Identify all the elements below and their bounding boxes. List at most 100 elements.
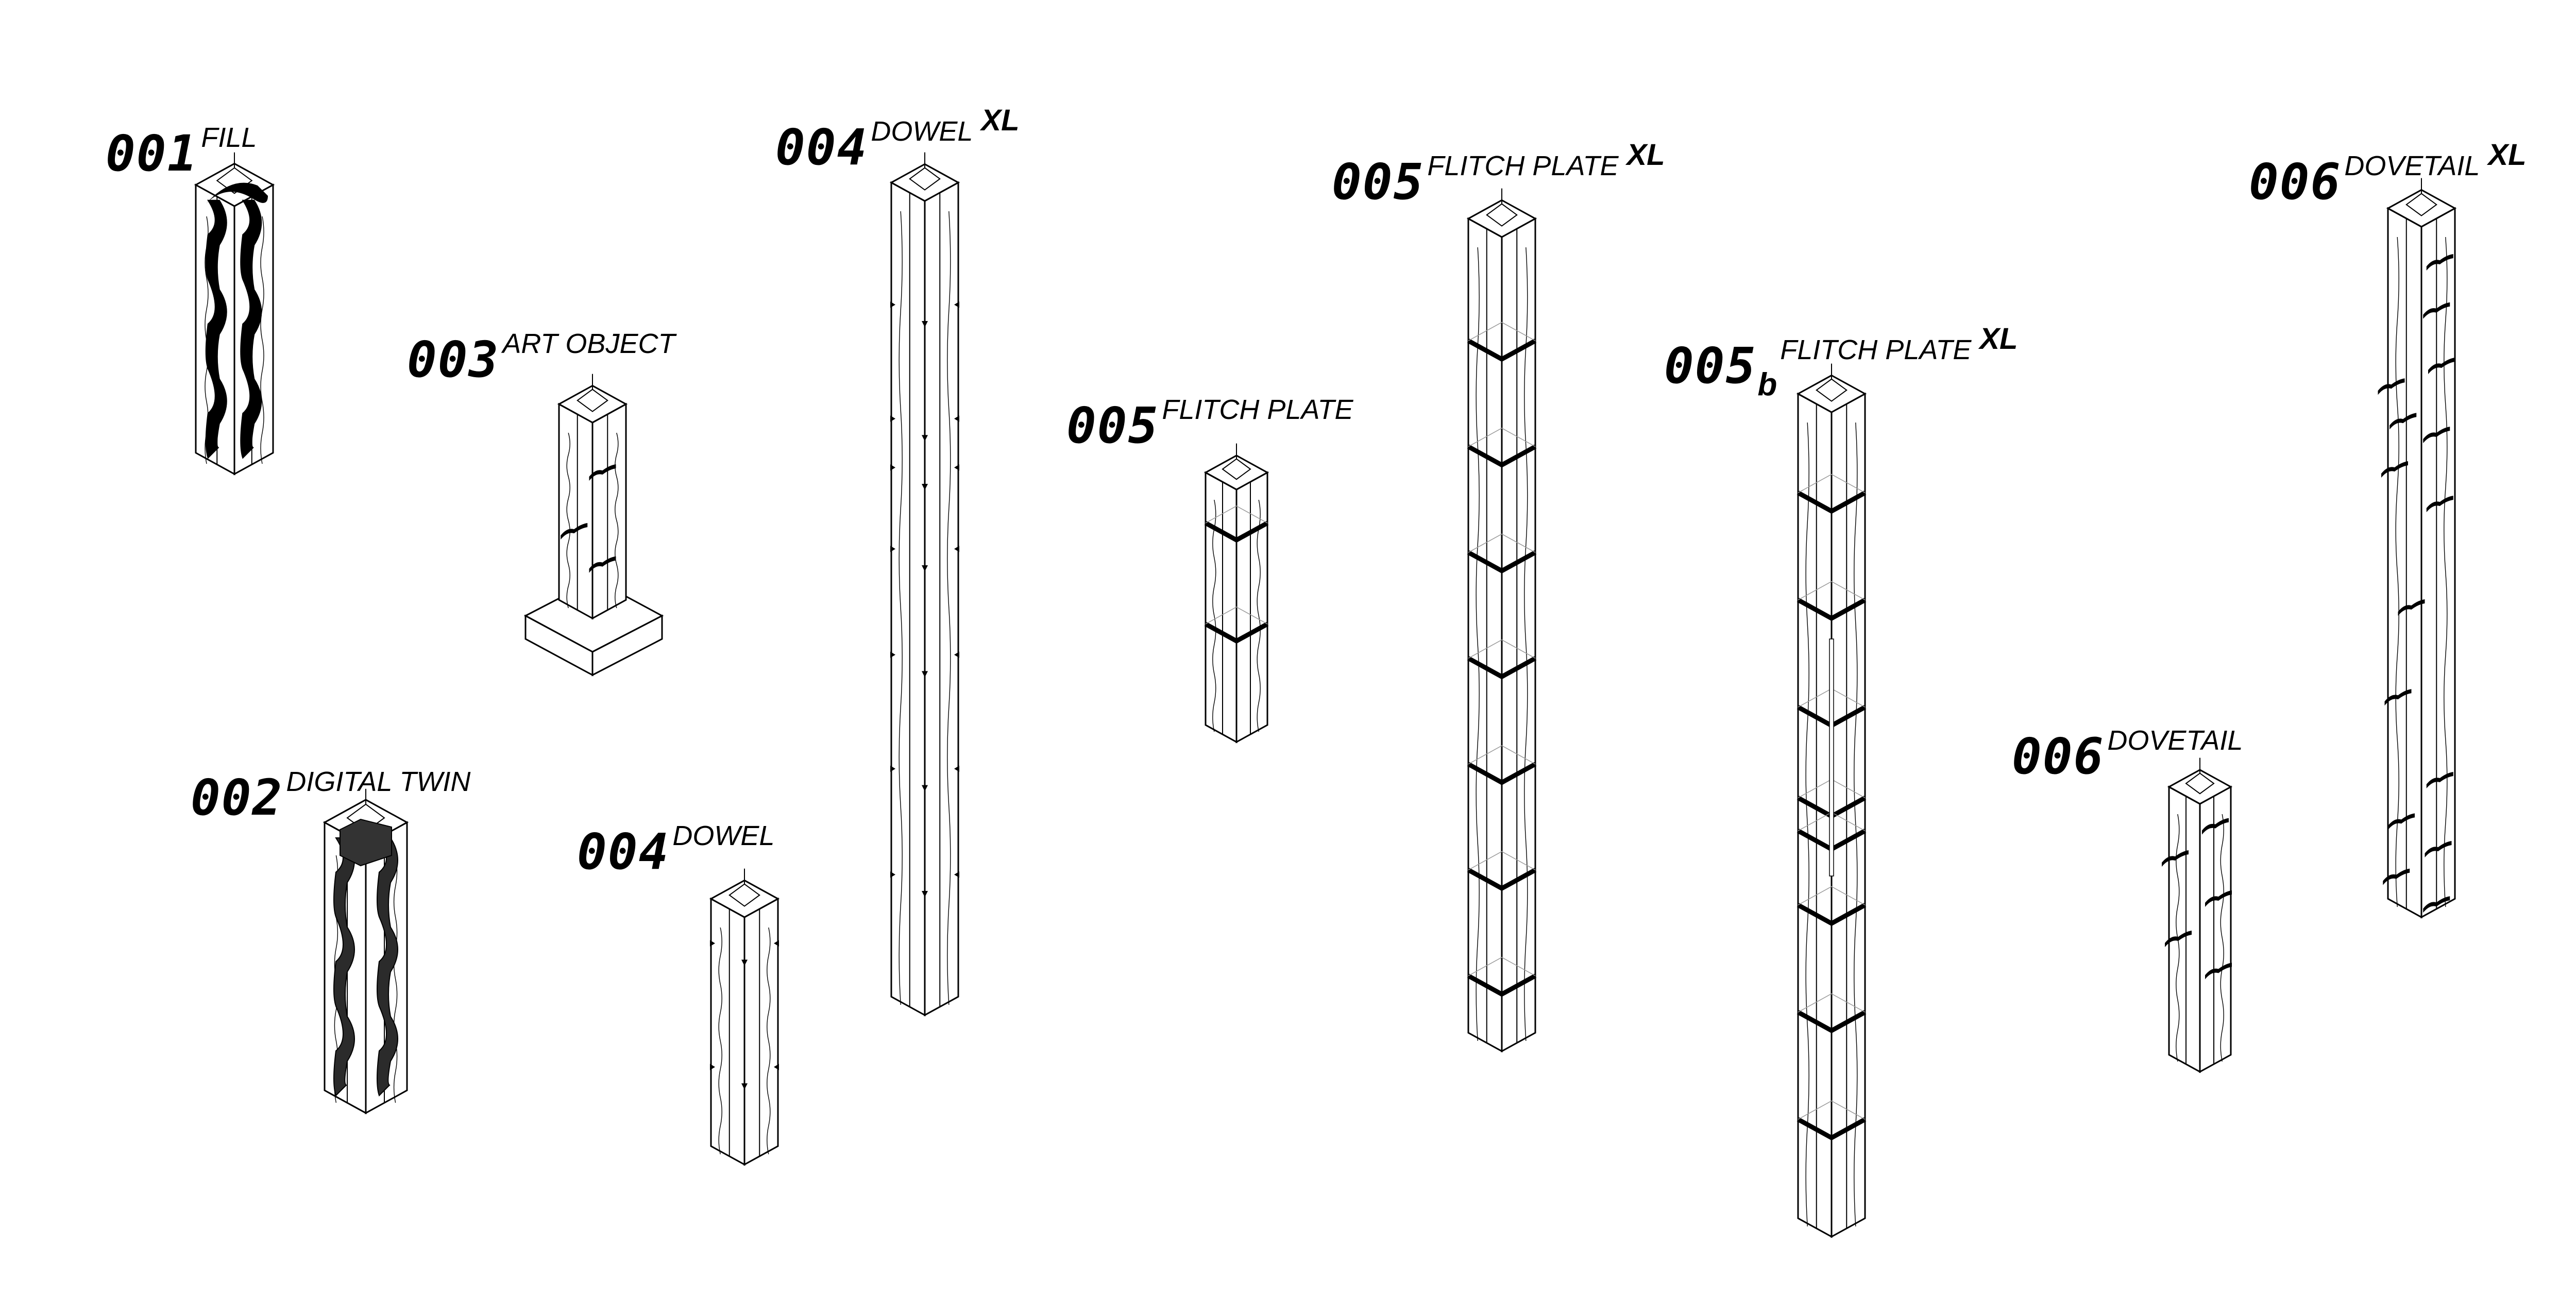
steel-rod (1829, 638, 1834, 877)
dovetail-key (589, 556, 616, 573)
label-name: DOVETAIL (2107, 725, 2243, 756)
column-001-fill (194, 152, 275, 476)
dowel-pin (741, 1083, 748, 1090)
flitch-plate-band (1797, 1010, 1867, 1034)
dowel-pin (710, 1064, 715, 1070)
column-002-digital-twin (323, 788, 409, 1115)
wood-grain-line (767, 927, 771, 1155)
wood-grain-line (2395, 237, 2399, 907)
wood-grain-line (1476, 247, 1480, 1041)
column-right-face (924, 181, 959, 1017)
section-outline (1468, 745, 1536, 765)
wood-grain-line (1257, 499, 1261, 732)
label-name: DOVETAIL (2344, 150, 2480, 181)
wood-grain-line (1212, 499, 1216, 732)
dowel-pin (922, 785, 928, 791)
dowel-pin (890, 765, 895, 772)
label-name: DIGITAL TWIN (286, 766, 471, 797)
label-name: ART OBJECT (502, 328, 675, 359)
wood-grain-line (1524, 247, 1528, 1041)
dovetail-key (2381, 461, 2408, 478)
dovetail-key (561, 523, 588, 540)
dowel-pin (890, 415, 895, 422)
dovetail-key (589, 464, 616, 481)
label-number: 004 (577, 823, 670, 881)
top-notch (909, 167, 941, 191)
dowel-pin (922, 435, 928, 442)
dowel-pin (954, 546, 959, 552)
label-number: 006 (2012, 728, 2105, 785)
dowel-pin (922, 891, 928, 897)
top-notch (2185, 772, 2215, 795)
scan-mesh-top (340, 818, 392, 867)
column-005-flitch-plate (1204, 443, 1269, 744)
dovetail-key (2383, 868, 2410, 885)
section-outline (1468, 322, 1536, 341)
label-name: FILL (201, 122, 257, 153)
label-xl-tag: XL (2488, 138, 2527, 172)
dovetail-key (2423, 302, 2450, 319)
label-number: 005 (1664, 337, 1757, 395)
dovetail-key (2423, 427, 2450, 443)
wood-grain-line (1805, 422, 1809, 1227)
column-006-dovetail (2162, 757, 2233, 1073)
column-005-flitch-plate-xl (1466, 188, 1537, 1053)
dowel-pin (954, 871, 959, 878)
label-name: FLITCH PLATE (1162, 394, 1353, 425)
flitch-plate-band (1204, 521, 1269, 543)
flitch-plate-band (1467, 550, 1537, 574)
dowel-pin (954, 464, 959, 471)
column-right-face (1235, 471, 1268, 744)
dowel-pin (954, 301, 959, 308)
dowel-pin (954, 651, 959, 658)
dovetail-key (2378, 378, 2405, 395)
section-outline (1205, 506, 1268, 524)
section-outline (1468, 428, 1536, 447)
dovetail-key (2165, 931, 2192, 947)
flitch-plate-band (1204, 622, 1269, 644)
resin-fill-top (206, 182, 268, 204)
wood-grain-line (718, 927, 722, 1155)
flitch-plate-band (1467, 762, 1537, 785)
wood-grain-line (2444, 237, 2448, 907)
top-notch (2405, 193, 2437, 216)
dovetail-key (2428, 358, 2455, 374)
section-outline (1798, 886, 1866, 905)
column-left-face (710, 897, 745, 1166)
flitch-plate-band (1797, 491, 1867, 514)
wood-grain-line (615, 432, 619, 609)
wood-grain-line (260, 216, 264, 464)
column-004-dowel-xl (889, 152, 960, 1017)
label-xl-tag: XL (981, 104, 1020, 137)
dovetail-key (2426, 772, 2453, 788)
section-outline (1205, 607, 1268, 625)
dowel-pin (922, 565, 928, 571)
dovetail-key (2398, 599, 2425, 616)
dowel-pin (890, 546, 895, 552)
label-number: 003 (407, 331, 500, 389)
dovetail-key (2388, 813, 2415, 830)
label-number: 005 (1066, 397, 1159, 454)
flitch-plate-band (1467, 973, 1537, 997)
wood-grain-line (899, 211, 903, 1005)
column-left-face (2387, 207, 2422, 919)
section-outline (1468, 851, 1536, 870)
dowel-pin (954, 415, 959, 422)
dovetail-key (2384, 689, 2412, 706)
top-notch (1816, 378, 1848, 402)
column-left-face (558, 402, 594, 620)
label-name: FLITCH PLATE (1427, 150, 1619, 181)
section-outline (1798, 1100, 1866, 1120)
flitch-plate-band (1467, 444, 1537, 468)
dowel-pin (774, 1064, 779, 1070)
dovetail-key (2426, 254, 2453, 271)
top-notch (1222, 458, 1251, 480)
resin-fill-strip (333, 837, 355, 1097)
column-005b-flitch-plate-xl (1796, 363, 1867, 1238)
